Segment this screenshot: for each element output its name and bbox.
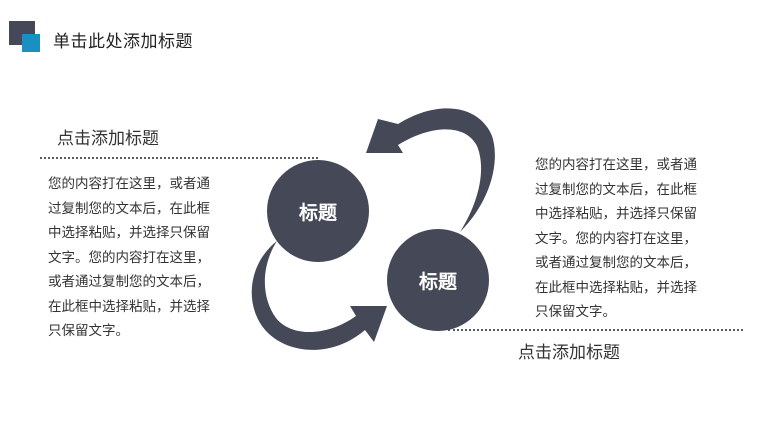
curved-arrow-right-icon[interactable] (251, 241, 387, 350)
right-text-line: 过复制您的文本后，在此框 (535, 181, 697, 198)
left-text-line: 中选择粘贴，并选择只保留 (48, 225, 210, 241)
curved-arrow-left-icon[interactable] (366, 108, 495, 232)
right-text-line: 或者通过复制您的文本后， (535, 255, 697, 271)
right-text-line: 文字。您的内容打在这里， (535, 230, 697, 247)
left-divider (40, 157, 318, 159)
cycle-circle-2[interactable]: 标题 (387, 229, 489, 331)
right-text-line: 在此框中选择粘贴，并选择 (535, 279, 697, 296)
circle-1-label: 标题 (298, 201, 337, 224)
page-title[interactable]: 单击此处添加标题 (53, 32, 193, 52)
left-text-line: 您的内容打在这里，或者通 (48, 176, 210, 192)
left-body-text[interactable]: 您的内容打在这里，或者通 过复制您的文本后，在此框 中选择粘贴，并选择只保留 文… (48, 172, 248, 344)
left-text-line: 在此框中选择粘贴，并选择 (48, 298, 210, 315)
left-text-line: 文字。您的内容打在这里， (48, 249, 210, 266)
cycle-circle-1[interactable]: 标题 (267, 160, 369, 262)
circle-2-label: 标题 (418, 270, 457, 293)
right-text-line: 您的内容打在这里，或者通 (535, 157, 697, 173)
left-text-line: 或者通过复制您的文本后， (48, 274, 210, 290)
right-subtitle[interactable]: 点击添加标题 (518, 343, 620, 363)
right-body-text[interactable]: 您的内容打在这里，或者通 过复制您的文本后，在此框 中选择粘贴，并选择只保留 文… (535, 153, 735, 325)
left-text-line: 过复制您的文本后，在此框 (48, 200, 210, 217)
left-subtitle[interactable]: 点击添加标题 (57, 129, 159, 149)
right-text-line: 只保留文字。 (535, 304, 616, 320)
left-text-line: 只保留文字。 (48, 323, 129, 339)
right-text-line: 中选择粘贴，并选择只保留 (535, 206, 697, 222)
right-divider (448, 329, 743, 331)
logo-blue-square (22, 34, 40, 52)
